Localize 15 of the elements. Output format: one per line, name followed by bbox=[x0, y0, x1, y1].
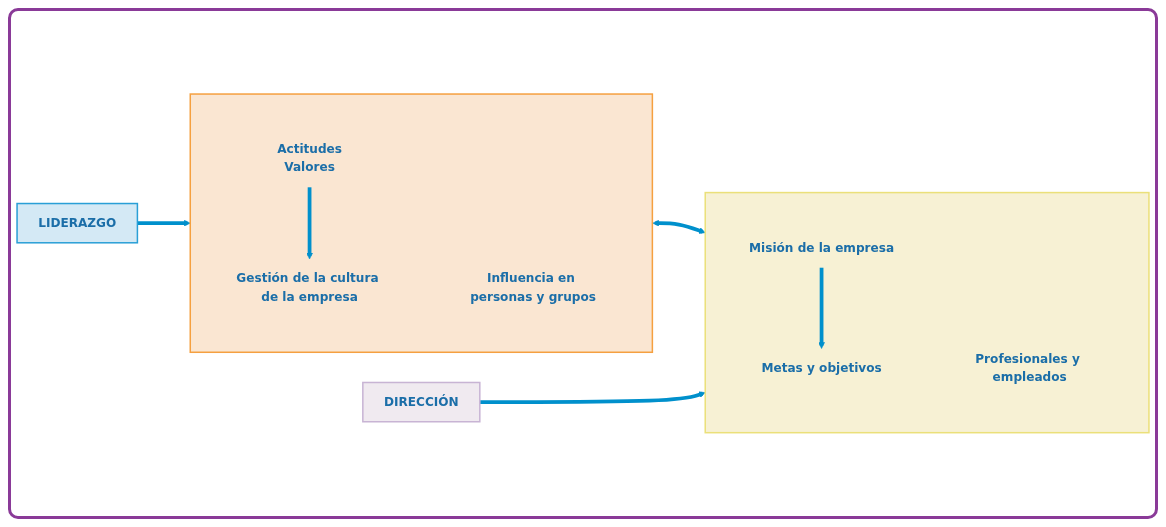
arrow bbox=[652, 219, 706, 234]
arrow bbox=[306, 187, 313, 260]
cluster bbox=[189, 93, 654, 354]
node-text: Actitudes Valores bbox=[277, 142, 342, 175]
cluster bbox=[704, 191, 1150, 434]
node-text: Profesionales y empleados bbox=[975, 351, 1080, 385]
arrow bbox=[137, 219, 191, 227]
node-text: Gestión de la cultura de la empresa bbox=[236, 271, 379, 304]
node-text: Misión de la empresa bbox=[749, 240, 895, 255]
node-text: Influencia en personas y grupos bbox=[470, 271, 596, 304]
node-box: DIRECCIÓN bbox=[362, 381, 481, 423]
node-box: LIDERAZGO bbox=[16, 202, 139, 244]
arrow bbox=[818, 267, 825, 349]
arrow bbox=[479, 391, 706, 405]
node-text: Metas y objetivos bbox=[761, 360, 882, 376]
